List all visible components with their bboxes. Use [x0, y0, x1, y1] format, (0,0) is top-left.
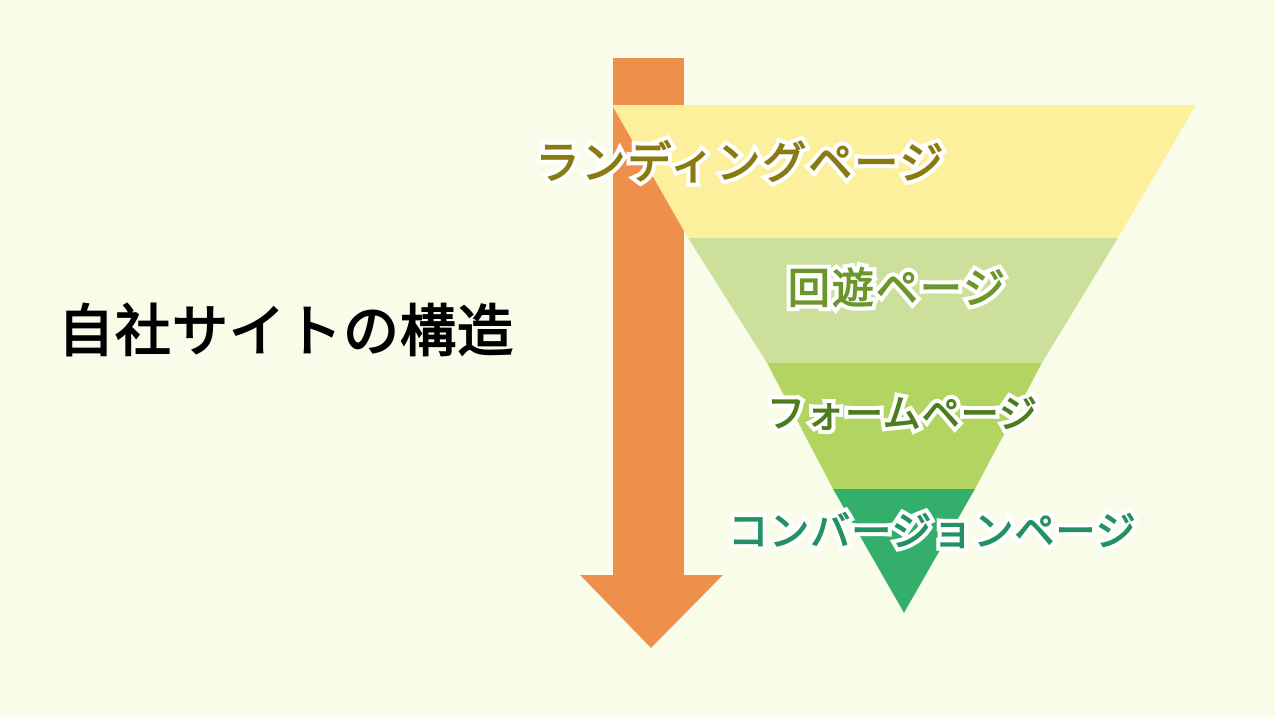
arrow-shape	[580, 58, 723, 648]
page-title: 自社サイトの構造	[58, 300, 514, 363]
funnel-band-conversion[interactable]	[833, 489, 975, 613]
funnel-band-landing[interactable]	[612, 105, 1196, 238]
funnel-band-kaiyu[interactable]	[688, 238, 1118, 363]
funnel-band-form[interactable]	[767, 363, 1042, 489]
